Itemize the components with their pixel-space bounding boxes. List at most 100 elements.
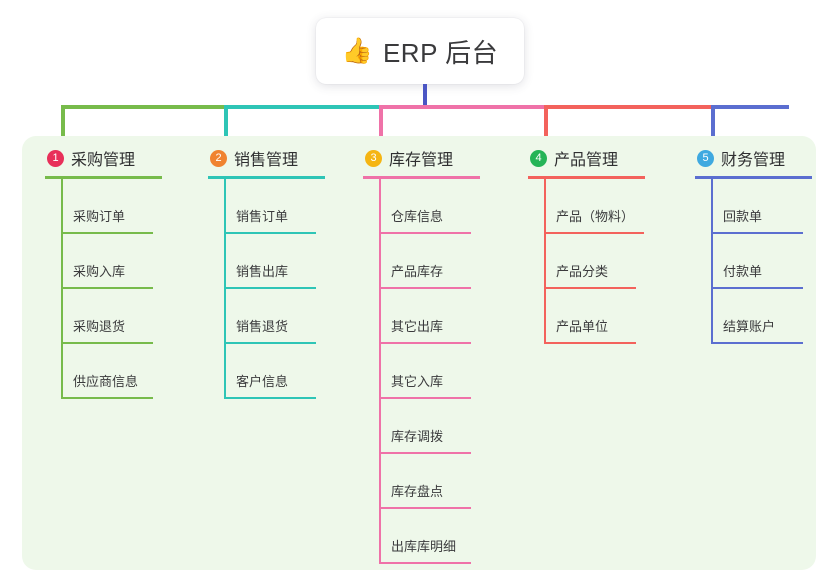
leaf-node[interactable]: 出库库明细 bbox=[363, 509, 513, 564]
branch-underline bbox=[208, 176, 325, 179]
leaf-node[interactable]: 供应商信息 bbox=[45, 344, 195, 399]
leaf-underline bbox=[379, 507, 471, 509]
branch-spine bbox=[711, 179, 713, 344]
leaf-node[interactable]: 产品（物料） bbox=[528, 179, 678, 234]
leaf-underline bbox=[711, 232, 803, 234]
branch-spine bbox=[224, 179, 226, 399]
bus-segment-4 bbox=[544, 105, 711, 109]
branch-leaf-list: 采购订单采购入库采购退货供应商信息 bbox=[45, 179, 195, 399]
branch-title: 销售管理 bbox=[234, 152, 299, 169]
branch-underline bbox=[363, 176, 480, 179]
leaf-label: 销售订单 bbox=[236, 209, 289, 224]
leaf-node[interactable]: 回款单 bbox=[695, 179, 839, 234]
leaf-node[interactable]: 采购入库 bbox=[45, 234, 195, 289]
leaf-underline bbox=[224, 232, 316, 234]
leaf-label: 采购订单 bbox=[73, 209, 126, 224]
bus-segment-1 bbox=[61, 105, 224, 109]
leaf-label: 其它出库 bbox=[391, 319, 444, 334]
leaf-node[interactable]: 产品单位 bbox=[528, 289, 678, 344]
branch-index-badge: 2 bbox=[210, 149, 227, 167]
leaf-underline bbox=[224, 287, 316, 289]
leaf-node[interactable]: 其它出库 bbox=[363, 289, 513, 344]
branch-index-badge: 5 bbox=[697, 149, 714, 167]
leaf-label: 回款单 bbox=[723, 209, 763, 224]
branch-header-3[interactable]: 3 库存管理 bbox=[363, 146, 513, 170]
leaf-label: 其它入库 bbox=[391, 374, 444, 389]
branch-title: 财务管理 bbox=[721, 152, 786, 169]
leaf-node[interactable]: 库存调拨 bbox=[363, 399, 513, 454]
drop-connector-5 bbox=[711, 105, 715, 143]
leaf-underline bbox=[224, 342, 316, 344]
branch-leaf-list: 销售订单销售出库销售退货客户信息 bbox=[208, 179, 358, 399]
leaf-node[interactable]: 库存盘点 bbox=[363, 454, 513, 509]
branch-index-badge: 3 bbox=[365, 149, 382, 167]
branch-header-5[interactable]: 5 财务管理 bbox=[695, 146, 839, 170]
branches-panel bbox=[22, 136, 816, 570]
leaf-label: 产品库存 bbox=[391, 264, 444, 279]
leaf-node[interactable]: 采购订单 bbox=[45, 179, 195, 234]
leaf-node[interactable]: 付款单 bbox=[695, 234, 839, 289]
leaf-label: 销售出库 bbox=[236, 264, 289, 279]
leaf-label: 采购退货 bbox=[73, 319, 126, 334]
leaf-underline bbox=[379, 452, 471, 454]
leaf-underline bbox=[711, 287, 803, 289]
leaf-underline bbox=[379, 287, 471, 289]
root-stem-connector bbox=[423, 84, 427, 109]
leaf-node[interactable]: 产品分类 bbox=[528, 234, 678, 289]
branch-header-2[interactable]: 2 销售管理 bbox=[208, 146, 358, 170]
branch-leaf-list: 回款单付款单结算账户 bbox=[695, 179, 839, 344]
leaf-node[interactable]: 结算账户 bbox=[695, 289, 839, 344]
bus-segment-2 bbox=[224, 105, 379, 109]
leaf-node[interactable]: 仓库信息 bbox=[363, 179, 513, 234]
leaf-label: 产品单位 bbox=[556, 319, 609, 334]
leaf-underline bbox=[61, 287, 153, 289]
branch-underline bbox=[695, 176, 812, 179]
root-node[interactable]: 👍 ERP 后台 bbox=[316, 18, 524, 84]
leaf-label: 供应商信息 bbox=[73, 374, 139, 389]
leaf-underline bbox=[544, 342, 636, 344]
branch-underline bbox=[45, 176, 162, 179]
leaf-node[interactable]: 销售订单 bbox=[208, 179, 358, 234]
bus-segment-3 bbox=[379, 105, 544, 109]
leaf-label: 库存盘点 bbox=[391, 484, 444, 499]
leaf-underline bbox=[379, 342, 471, 344]
leaf-label: 结算账户 bbox=[723, 319, 776, 334]
branch-title: 库存管理 bbox=[389, 152, 454, 169]
leaf-label: 出库库明细 bbox=[391, 539, 457, 554]
drop-connector-3 bbox=[379, 105, 383, 143]
root-node-title: ERP 后台 bbox=[382, 37, 499, 68]
branch-title: 产品管理 bbox=[554, 152, 619, 169]
leaf-underline bbox=[379, 232, 471, 234]
branch-spine bbox=[379, 179, 381, 564]
leaf-label: 库存调拨 bbox=[391, 429, 444, 444]
leaf-underline bbox=[711, 342, 803, 344]
drop-connector-1 bbox=[61, 105, 65, 143]
leaf-node[interactable]: 产品库存 bbox=[363, 234, 513, 289]
drop-connector-2 bbox=[224, 105, 228, 143]
branch-column-2: 2 销售管理销售订单销售出库销售退货客户信息 bbox=[208, 146, 358, 399]
leaf-node[interactable]: 其它入库 bbox=[363, 344, 513, 399]
leaf-label: 销售退货 bbox=[236, 319, 289, 334]
leaf-label: 产品（物料） bbox=[556, 209, 635, 224]
leaf-underline bbox=[379, 397, 471, 399]
leaf-node[interactable]: 客户信息 bbox=[208, 344, 358, 399]
branch-column-5: 5 财务管理回款单付款单结算账户 bbox=[695, 146, 839, 344]
leaf-node[interactable]: 采购退货 bbox=[45, 289, 195, 344]
branch-spine bbox=[61, 179, 63, 399]
leaf-underline bbox=[379, 562, 471, 564]
leaf-label: 仓库信息 bbox=[391, 209, 444, 224]
leaf-label: 产品分类 bbox=[556, 264, 609, 279]
leaf-node[interactable]: 销售出库 bbox=[208, 234, 358, 289]
branch-index-badge: 1 bbox=[47, 149, 64, 167]
branch-spine bbox=[544, 179, 546, 344]
leaf-underline bbox=[61, 342, 153, 344]
leaf-label: 客户信息 bbox=[236, 374, 289, 389]
leaf-node[interactable]: 销售退货 bbox=[208, 289, 358, 344]
leaf-underline bbox=[61, 397, 153, 399]
branch-leaf-list: 仓库信息产品库存其它出库其它入库库存调拨库存盘点出库库明细 bbox=[363, 179, 513, 564]
